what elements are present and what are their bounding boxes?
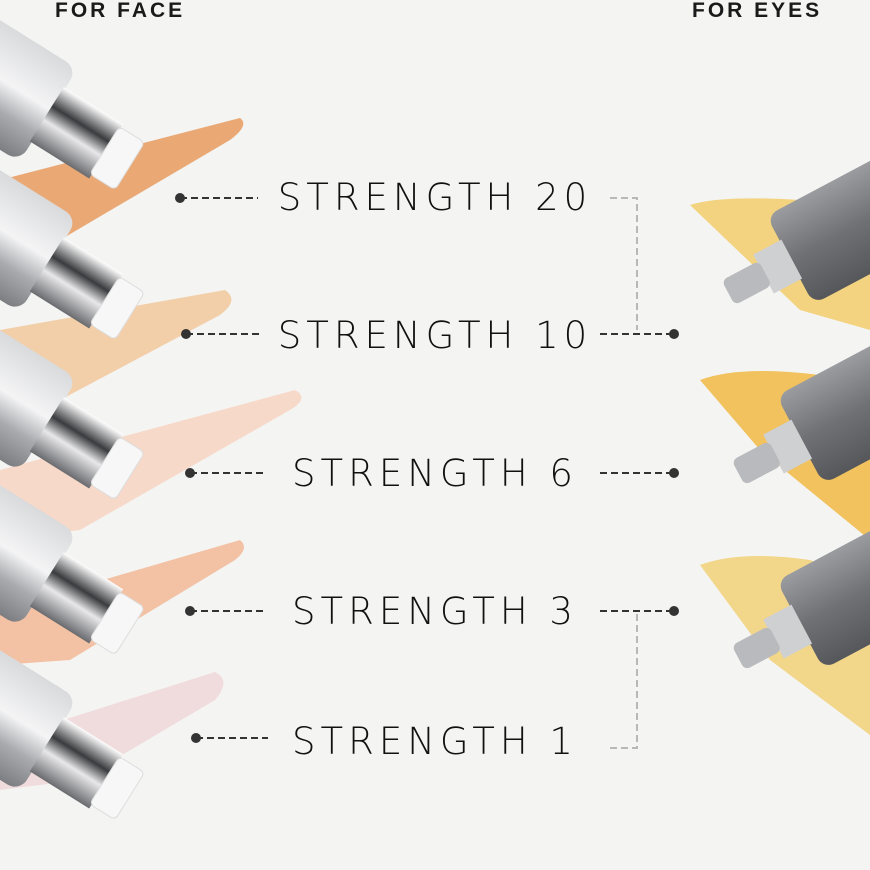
for-eyes-heading: FOR EYES bbox=[692, 0, 823, 22]
eye-tubes bbox=[723, 154, 870, 669]
connector-dots bbox=[175, 193, 679, 743]
strength-20-label: STRENGTH 20 bbox=[277, 176, 593, 219]
strength-10-label: STRENGTH 10 bbox=[277, 314, 593, 357]
face-bottle-icon bbox=[0, 155, 144, 339]
strength-3-label: STRENGTH 3 bbox=[292, 590, 578, 633]
face-bottle-icon bbox=[0, 470, 144, 654]
eye-tube-icon bbox=[733, 519, 870, 669]
eye-tube-icon bbox=[733, 334, 870, 484]
face-bottle-icon bbox=[0, 5, 144, 189]
connectors bbox=[180, 197, 672, 749]
for-face-heading: FOR FACE bbox=[55, 0, 186, 22]
strength-6-label: STRENGTH 6 bbox=[292, 452, 578, 495]
strength-1-label: STRENGTH 1 bbox=[292, 720, 578, 763]
face-bottle-icon bbox=[0, 315, 144, 499]
swatch-strength-6 bbox=[0, 390, 302, 540]
face-bottle-icon bbox=[0, 635, 144, 819]
face-bottles bbox=[0, 5, 144, 819]
eye-tube-icon bbox=[723, 154, 870, 304]
